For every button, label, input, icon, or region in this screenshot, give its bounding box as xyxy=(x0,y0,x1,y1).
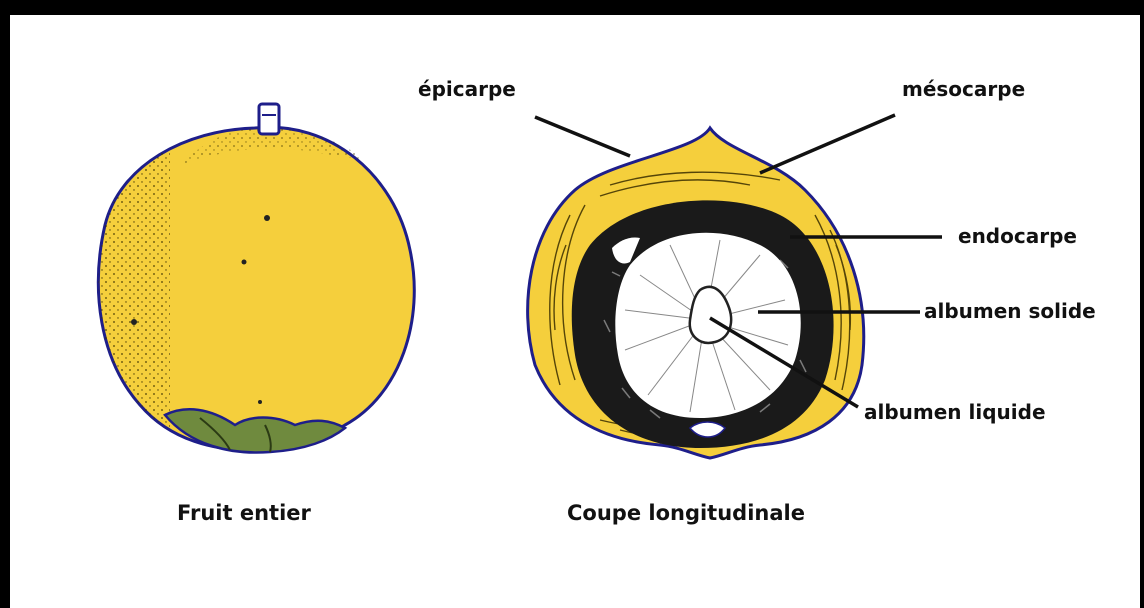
label-mesocarpe: mésocarpe xyxy=(902,79,1025,99)
whole-fruit-illustration xyxy=(98,104,414,453)
leader-epicarpe xyxy=(535,117,630,156)
label-endocarpe: endocarpe xyxy=(958,226,1077,246)
caption-longitudinal-section: Coupe longitudinale xyxy=(567,503,805,524)
caption-whole-fruit: Fruit entier xyxy=(177,503,311,524)
label-albumen-solide: albumen solide xyxy=(924,301,1096,321)
leader-mesocarpe xyxy=(760,115,895,173)
stem xyxy=(259,104,279,134)
label-epicarpe: épicarpe xyxy=(418,79,516,99)
label-albumen-liquide: albumen liquide xyxy=(864,402,1046,422)
section-illustration xyxy=(528,128,864,458)
